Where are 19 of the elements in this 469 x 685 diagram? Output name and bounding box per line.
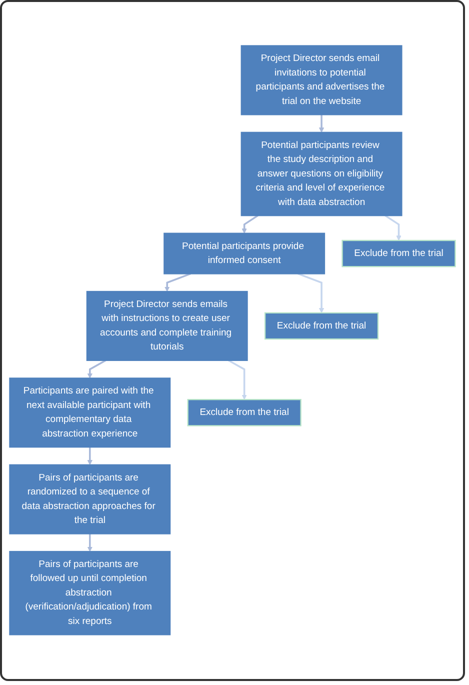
node-box: Exclude from the trial [264, 312, 379, 340]
arrow [87, 447, 92, 466]
node-box: Exclude from the trial [187, 399, 302, 427]
arrow [87, 360, 106, 379]
node-box: Exclude from the trial [342, 240, 456, 268]
arrow [242, 215, 258, 234]
node-box: Participants are paired with the next available participant with complementary data abstraction experience [9, 378, 171, 448]
node-box: Potential participants review the study description and answer questions on eligibility criteria and level of experience with data abstraction [240, 132, 402, 216]
arrow [298, 273, 324, 314]
node-box: Project Director sends email invitations to potential participants and advertises the trial on the website [240, 45, 402, 116]
arrow [318, 114, 324, 133]
arrow [87, 534, 92, 552]
node-box: Pairs of participants are followed up until completion abstraction (verification/adjudication) from six reports [9, 551, 171, 636]
node-box: Pairs of participants are randomized to a sequence of data abstraction approaches for the trial [9, 464, 171, 535]
node-box: Potential participants provide informed consent [164, 233, 326, 275]
arrow [384, 215, 402, 241]
node-box: Project Director sends emails with instructions to create user accounts and complete training tutorials [86, 291, 248, 362]
arrow [228, 360, 247, 400]
arrow [164, 273, 192, 292]
